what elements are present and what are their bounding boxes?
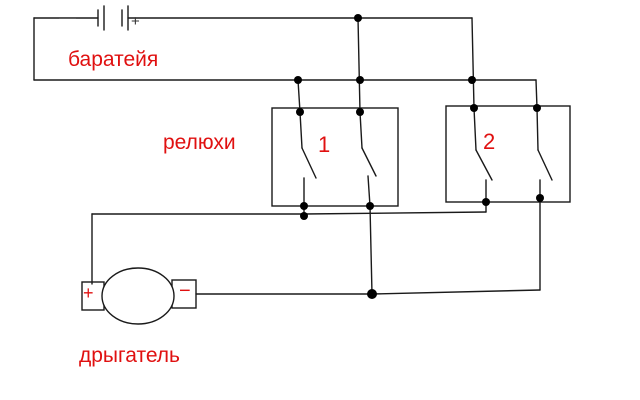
relays-label: релюхи: [163, 131, 236, 154]
relay-2-box: [445, 105, 571, 203]
motor-plus-label: +: [83, 283, 94, 303]
relay-2-number: 2: [483, 129, 496, 154]
battery-label: баратейя: [68, 48, 159, 71]
motor-label: дрыгатель: [79, 344, 181, 367]
motor-symbol: [81, 267, 197, 325]
relay-1-number: 1: [318, 132, 331, 157]
relay-1-box: [271, 107, 399, 207]
battery-symbol: [33, 5, 359, 31]
motor-minus-label: −: [179, 280, 191, 302]
wires: [33, 17, 553, 295]
battery-plus-label: +: [131, 13, 140, 30]
battery-minus-label: —: [59, 7, 76, 26]
junction-dots: [294, 14, 544, 299]
